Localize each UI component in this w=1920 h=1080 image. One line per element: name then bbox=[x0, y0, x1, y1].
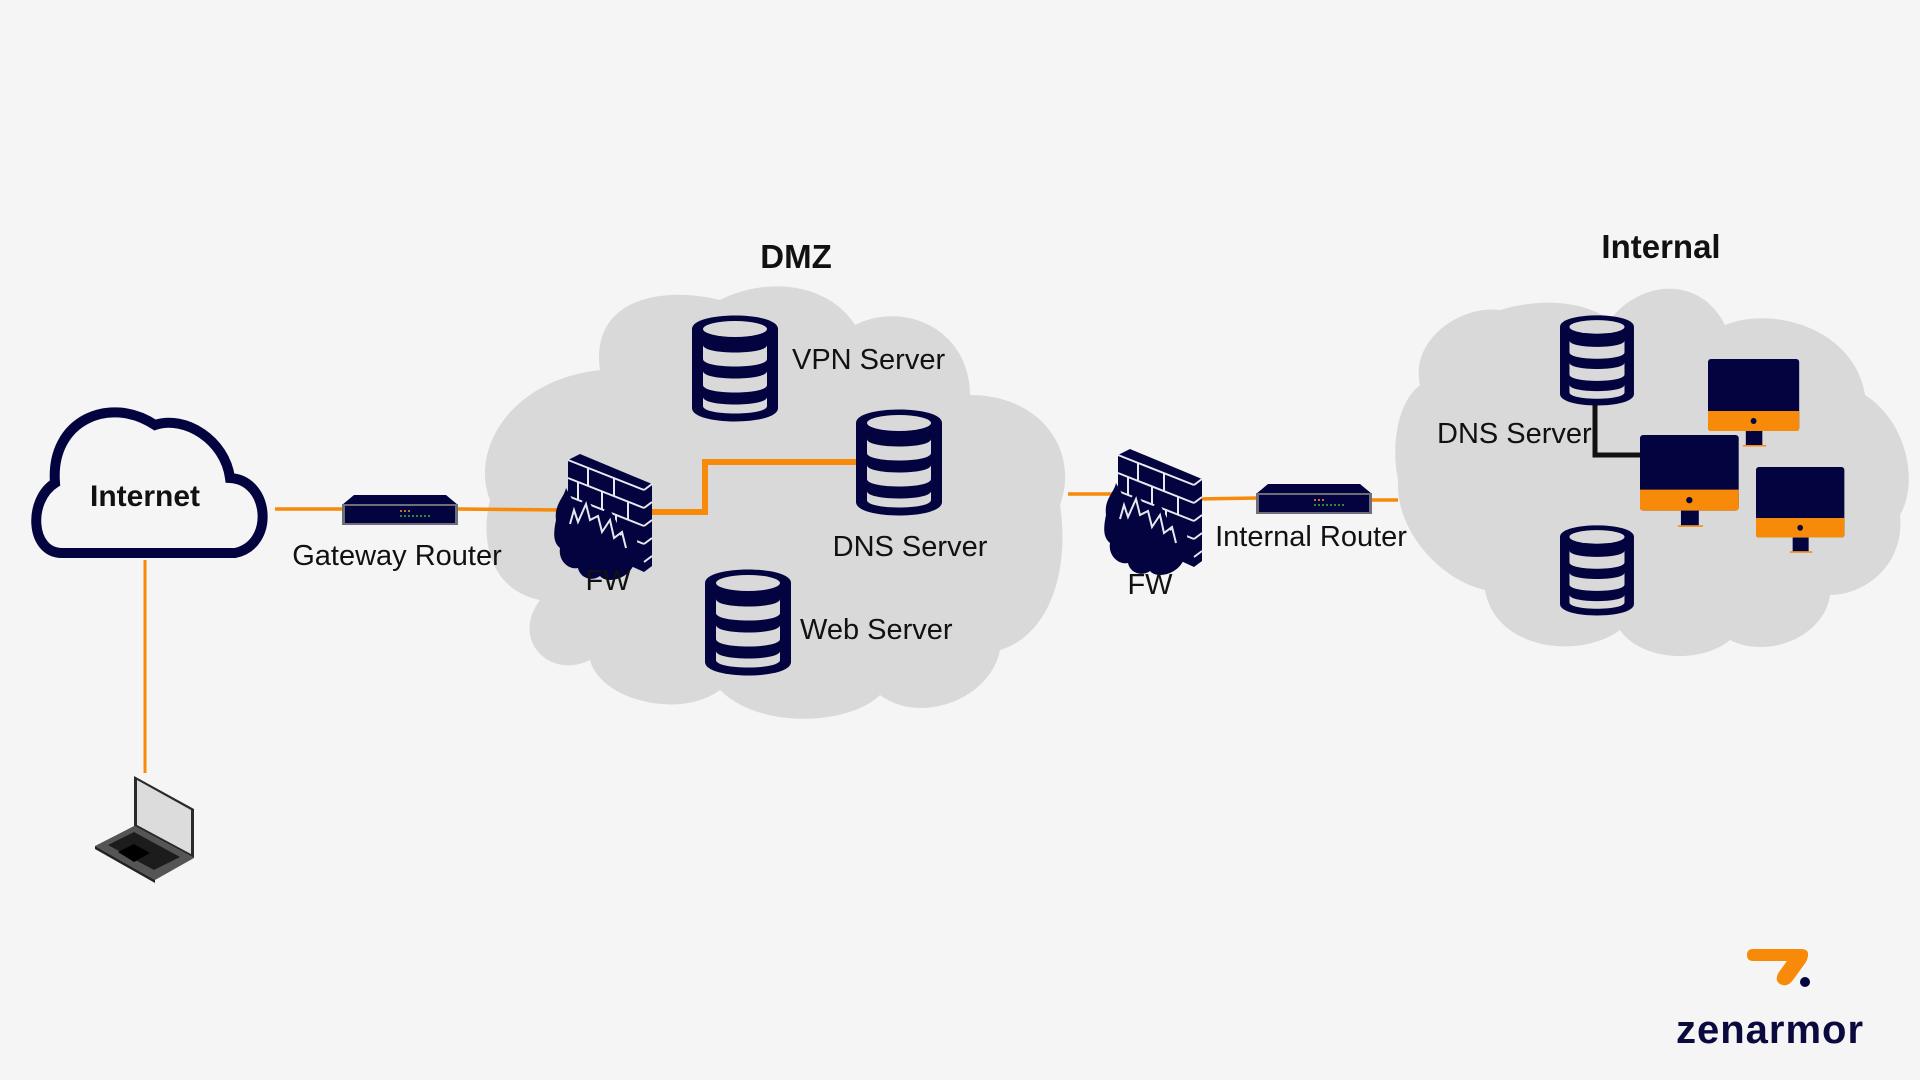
dmz-title: DMZ bbox=[760, 238, 832, 275]
vpn-server-label: VPN Server bbox=[792, 344, 946, 376]
link-internal-dns-workstation bbox=[1592, 405, 1642, 458]
link-fw-inner-internal-router bbox=[1195, 496, 1259, 501]
zenarmor-logo-icon bbox=[1747, 949, 1810, 987]
internal-database-icon bbox=[1560, 525, 1634, 616]
web-server-label: Web Server bbox=[800, 614, 953, 646]
internal-router-icon bbox=[1256, 484, 1372, 514]
internal-title: Internal bbox=[1601, 228, 1721, 265]
internet-label: Internet bbox=[89, 480, 201, 513]
internal-dns-server-icon bbox=[1560, 315, 1634, 406]
dmz-dns-server-label: DNS Server bbox=[832, 531, 988, 563]
fw-outer-label: FW bbox=[585, 565, 631, 597]
dmz-zone-cloud bbox=[484, 286, 1066, 719]
internal-router-label: Internal Router bbox=[1215, 521, 1407, 553]
internal-dns-server-label: DNS Server bbox=[1437, 418, 1592, 450]
zenarmor-wordmark: zenarmor bbox=[1676, 1008, 1865, 1052]
fw-inner-label: FW bbox=[1127, 569, 1173, 601]
gateway-router-icon bbox=[342, 495, 458, 525]
laptop-icon bbox=[95, 776, 194, 883]
connections bbox=[143, 405, 1642, 773]
internet-cloud-icon bbox=[31, 407, 268, 558]
link-fw-dmz-dns-server bbox=[640, 459, 856, 515]
dmz-dns-server-icon bbox=[856, 409, 942, 516]
link-gateway-router-fw bbox=[457, 507, 566, 512]
firewall-inner-icon bbox=[1103, 448, 1203, 576]
gateway-router-label: Gateway Router bbox=[292, 540, 502, 572]
vpn-server-icon bbox=[692, 315, 778, 422]
web-server-icon bbox=[705, 569, 791, 676]
